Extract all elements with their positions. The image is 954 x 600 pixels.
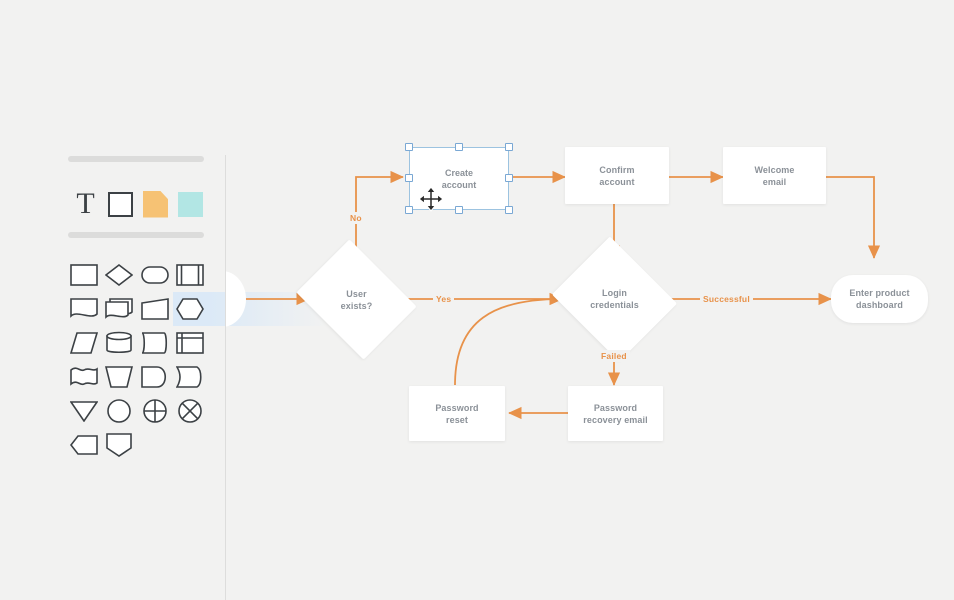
rectangle-icon [69,264,98,286]
handle-nw[interactable] [405,143,413,151]
delay-icon [176,366,202,388]
edge-welcome-to-dashboard [826,176,881,259]
note-tool[interactable] [138,186,173,222]
palette-divider [225,155,226,600]
move-cursor-icon [418,186,444,212]
manual-operation-icon [105,366,134,388]
display-icon [140,366,166,388]
shape-predefined-process[interactable] [173,258,209,292]
note-page-icon [143,190,168,218]
handle-se[interactable] [505,206,513,214]
handle-sw[interactable] [405,206,413,214]
stadium-icon [140,266,169,284]
shape-extract[interactable] [102,428,138,462]
shape-cylinder[interactable] [102,326,138,360]
shape-rounded-rectangle[interactable] [137,258,173,292]
shape-summing-junction[interactable] [137,394,173,428]
text-tool[interactable]: T [68,186,103,222]
preparation-icon [69,435,98,455]
shape-multi-document[interactable] [102,292,138,326]
handle-w[interactable] [405,174,413,182]
edge-label-successful: Successful [700,293,753,305]
palette-separator-bottom [68,232,204,238]
pentagon-down-icon [106,433,133,457]
shape-or-junction[interactable] [173,394,209,428]
circle-x-icon [178,399,203,423]
predefined-process-icon [176,264,205,286]
shape-circle[interactable] [102,394,138,428]
shape-merge[interactable] [66,394,102,428]
square-outline-icon [108,191,133,217]
internal-storage-icon [176,332,205,354]
circle-cross-vertical-icon [142,399,167,423]
edge-reset-to-login [454,292,563,386]
shape-trapezoid[interactable] [137,292,173,326]
shape-grid [66,258,326,462]
handle-ne[interactable] [505,143,513,151]
multi-document-icon [105,298,134,319]
node-start[interactable] [226,271,246,327]
sticky-note-tool[interactable] [173,186,208,222]
shape-hexagon[interactable] [172,292,326,326]
shape-internal-storage[interactable] [173,326,209,360]
edge-label-no: No [347,212,365,224]
shape-document[interactable] [66,292,102,326]
handle-n[interactable] [455,143,463,151]
shape-preparation[interactable] [66,428,102,462]
shape-rectangle[interactable] [66,258,102,292]
palette-top-tools: T [68,186,208,222]
parallelogram-icon [69,332,98,354]
shape-manual-operation[interactable] [102,360,138,394]
palette-separator-top [68,156,204,162]
handle-e[interactable] [505,174,513,182]
shape-diamond[interactable] [102,258,138,292]
shape-parallelogram[interactable] [66,326,102,360]
wave-icon [69,367,98,386]
cylinder-icon [106,331,133,354]
shape-palette: T [0,0,326,600]
shape-stored-data[interactable] [137,326,173,360]
shape-display[interactable] [137,360,173,394]
text-T-icon: T [76,187,95,220]
shape-wave[interactable] [66,360,102,394]
hexagon-icon [176,298,205,320]
handle-s[interactable] [455,206,463,214]
diamond-icon [105,264,134,286]
shape-delay[interactable] [173,360,209,394]
stored-data-icon [140,332,167,354]
edge-label-yes: Yes [433,293,455,305]
rectangle-tool[interactable] [103,186,138,222]
circle-icon [107,399,132,423]
edge-user-exists-no [355,170,404,263]
sticky-note-icon [178,191,203,217]
merge-triangle-icon [69,401,98,422]
document-icon [69,298,98,318]
trapezoid-icon [140,298,169,320]
edge-label-failed: Failed [598,350,630,362]
